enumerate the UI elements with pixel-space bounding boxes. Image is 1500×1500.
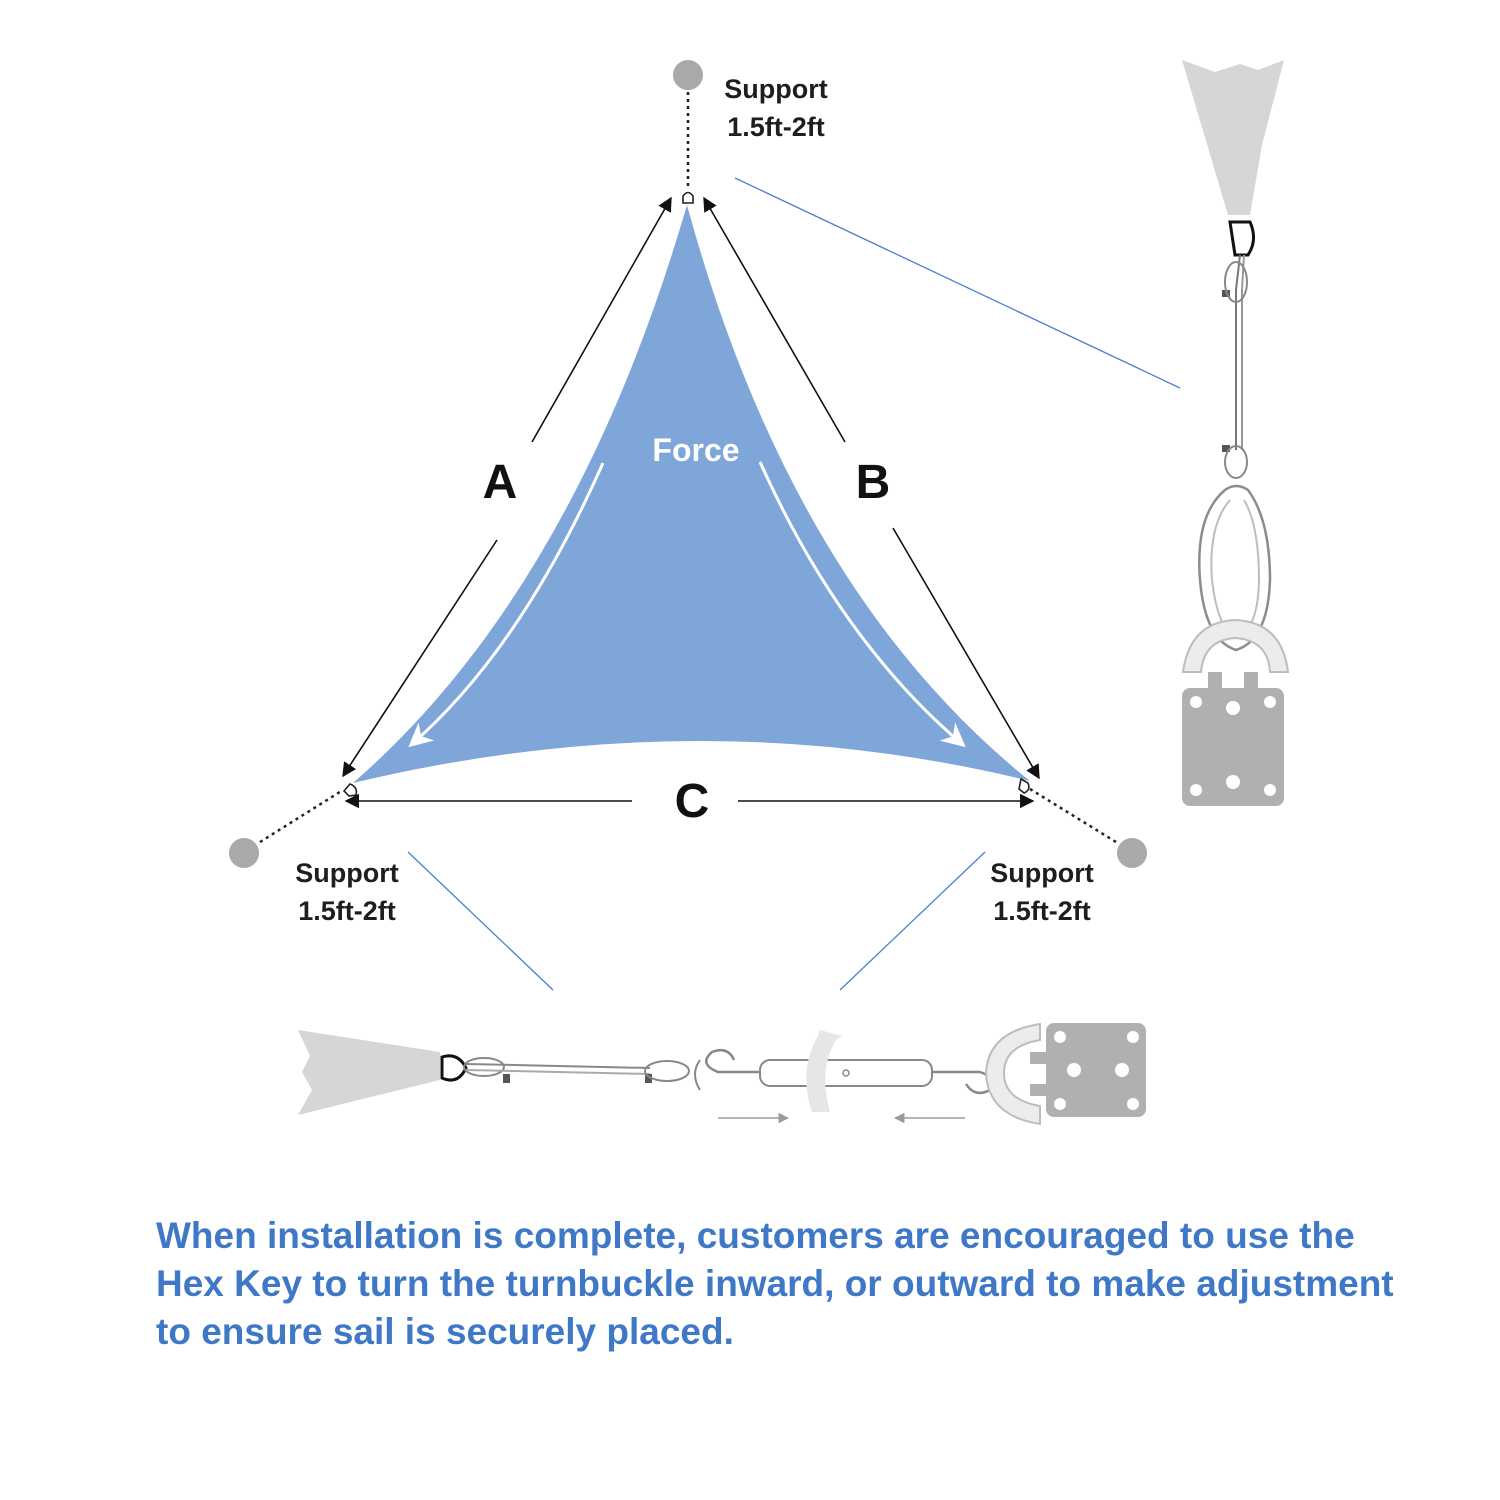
pad-eye-plate-horizontal (1046, 1023, 1146, 1117)
support-post-top (673, 60, 703, 190)
d-ring-top (682, 191, 694, 204)
side-c-label: C (675, 775, 710, 828)
wire-rope-horizontal (465, 1063, 651, 1069)
support-distance: 1.5ft-2ft (727, 112, 825, 142)
d-ring-vertical (1228, 220, 1255, 257)
pad-eye-ring-horizontal (984, 1022, 1041, 1126)
installation-caption: When installation is complete, customers… (156, 1215, 1394, 1352)
support-label-right: Support 1.5ft-2ft (942, 854, 1142, 930)
support-distance: 1.5ft-2ft (298, 896, 396, 926)
pad-eye-ring-vertical (1181, 618, 1290, 673)
side-a-dimension (342, 196, 672, 778)
sail-corner-fabric-horizontal (298, 1030, 440, 1115)
shade-sail-triangle (353, 205, 1030, 783)
support-title: Support (990, 858, 1094, 888)
sail-corner-fabric-vertical (1182, 60, 1284, 215)
support-post-left (229, 788, 344, 868)
d-ring-horizontal (440, 1054, 468, 1082)
support-title: Support (724, 74, 828, 104)
callout-lines (407, 177, 1181, 991)
support-post-right (1029, 787, 1147, 868)
support-distance: 1.5ft-2ft (993, 896, 1091, 926)
d-ring-left (342, 783, 358, 797)
turnbuckle-hook-right (932, 1070, 994, 1095)
pad-eye-plate-vertical (1182, 688, 1284, 806)
turnbuckle-body (759, 1059, 933, 1087)
side-b-dimension (703, 196, 1040, 780)
wire-rope-vertical (1235, 254, 1241, 450)
support-label-top: Support 1.5ft-2ft (676, 70, 876, 146)
horizontal-hardware-illustration (298, 1022, 1146, 1126)
support-label-left: Support 1.5ft-2ft (247, 854, 447, 930)
force-arrow-right (758, 461, 966, 748)
support-title: Support (295, 858, 399, 888)
force-label: Force (652, 432, 739, 468)
d-ring-right (1018, 777, 1030, 794)
turnbuckle-hook-left (705, 1049, 760, 1074)
vertical-hardware-illustration (1181, 60, 1290, 806)
rotation-indicator (806, 1030, 842, 1112)
force-arrow-left (408, 462, 605, 748)
side-b-label: B (856, 456, 891, 509)
side-a-label: A (483, 456, 518, 509)
